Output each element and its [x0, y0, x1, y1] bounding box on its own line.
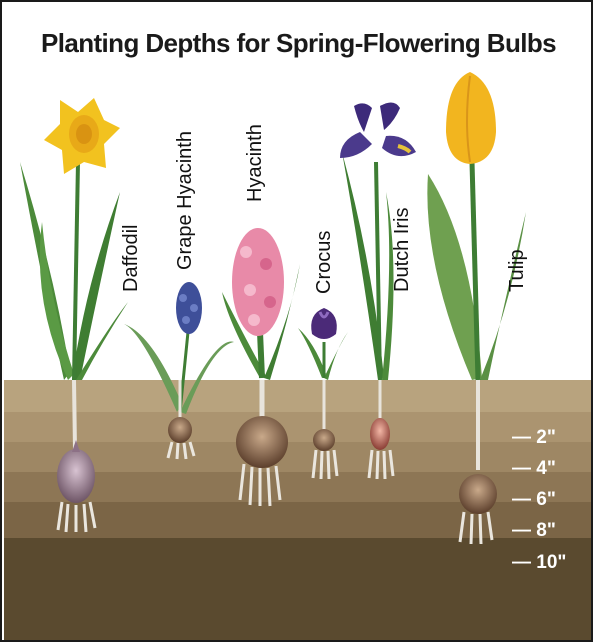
plant-label-crocus: Crocus: [313, 231, 336, 294]
plant-label-dutch-iris: Dutch Iris: [391, 208, 414, 292]
dutch-iris-petal: [354, 103, 372, 132]
hyacinth-floret: [264, 296, 276, 308]
depth-marker-2: — 2": [512, 427, 556, 449]
crocus-leaf: [324, 332, 348, 380]
grape-hyacinth-bulb: [168, 417, 192, 443]
tulip-bulb: [459, 474, 497, 514]
depth-marker-10: — 10": [512, 552, 566, 574]
hyacinth-bulb: [236, 416, 288, 468]
hyacinth-floret: [248, 314, 260, 326]
tulip-leaf: [480, 212, 526, 380]
plant-label-hyacinth: Hyacinth: [244, 124, 267, 202]
daffodil-root-stem: [74, 380, 75, 450]
dutch-iris-petal: [380, 102, 400, 130]
hyacinth-floret: [244, 284, 256, 296]
daffodil-bulb: [57, 449, 95, 503]
soil-layer-1: [4, 380, 593, 412]
hyacinth-stem: [260, 332, 262, 378]
dutch-iris-bulb: [370, 418, 390, 450]
plant-label-tulip: Tulip: [506, 249, 529, 292]
depth-marker-4: — 4": [512, 458, 556, 480]
dutch-iris-fall: [340, 132, 372, 158]
daffodil-leaf: [40, 222, 74, 380]
tulip-flower: [446, 72, 496, 164]
grape-hyacinth-bud: [179, 294, 187, 302]
crocus-flower: [311, 308, 337, 339]
grape-hyacinth-flower: [176, 282, 202, 334]
page-title: Planting Depths for Spring-Flowering Bul…: [2, 28, 593, 59]
soil-layer-6: [4, 538, 593, 642]
depth-marker-6: — 6": [512, 489, 556, 511]
daffodil-trumpet-center: [76, 124, 92, 144]
hyacinth-floret: [240, 246, 252, 258]
crocus-bulb: [313, 429, 335, 451]
grape-hyacinth-bud: [190, 304, 198, 312]
plant-label-daffodil: Daffodil: [120, 225, 143, 292]
plant-label-grape-hyacinth: Grape Hyacinth: [174, 131, 197, 270]
grape-hyacinth-bud: [182, 316, 190, 324]
hyacinth-floret: [260, 258, 272, 270]
soil-layer-2: [4, 412, 593, 442]
depth-marker-8: — 8": [512, 520, 556, 542]
